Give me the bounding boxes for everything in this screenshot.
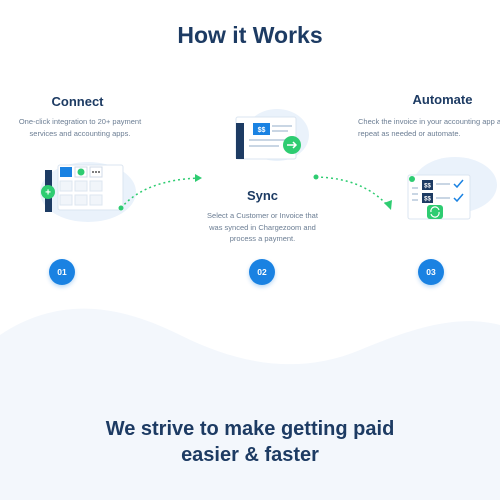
tagline-line-2: easier & faster [181,444,319,466]
step-title-connect: Connect [51,94,104,109]
step-title-sync: Sync [246,188,279,203]
background-wave [0,308,500,500]
dotted-arrow-2 [313,174,392,210]
step-number-02: 02 [249,259,275,285]
svg-text:+: + [45,188,51,199]
dotted-arrow-1 [118,174,202,211]
step-title-automate: Automate [412,92,473,107]
connect-illustration: + [40,162,136,222]
tagline: We strive to make getting paid easier & … [0,416,500,468]
svg-text:$$: $$ [424,197,431,203]
tagline-line-1: We strive to make getting paid [105,418,395,440]
automate-illustration: $$ $$ [407,157,497,220]
step-number-03: 03 [418,259,444,285]
step-desc-automate: Check the invoice in your accounting app… [358,117,500,138]
page-title: How it Works [177,22,323,48]
automate-dollar-badge: $$ [424,184,431,190]
step-desc-sync: Select a Customer or Invoice that was sy… [207,211,318,243]
step-number-01: 01 [49,259,75,285]
sync-illustration: $$ [235,109,309,161]
step-desc-connect: One-click integration to 20+ payment ser… [18,117,142,138]
sync-dollar-badge: $$ [258,127,266,134]
